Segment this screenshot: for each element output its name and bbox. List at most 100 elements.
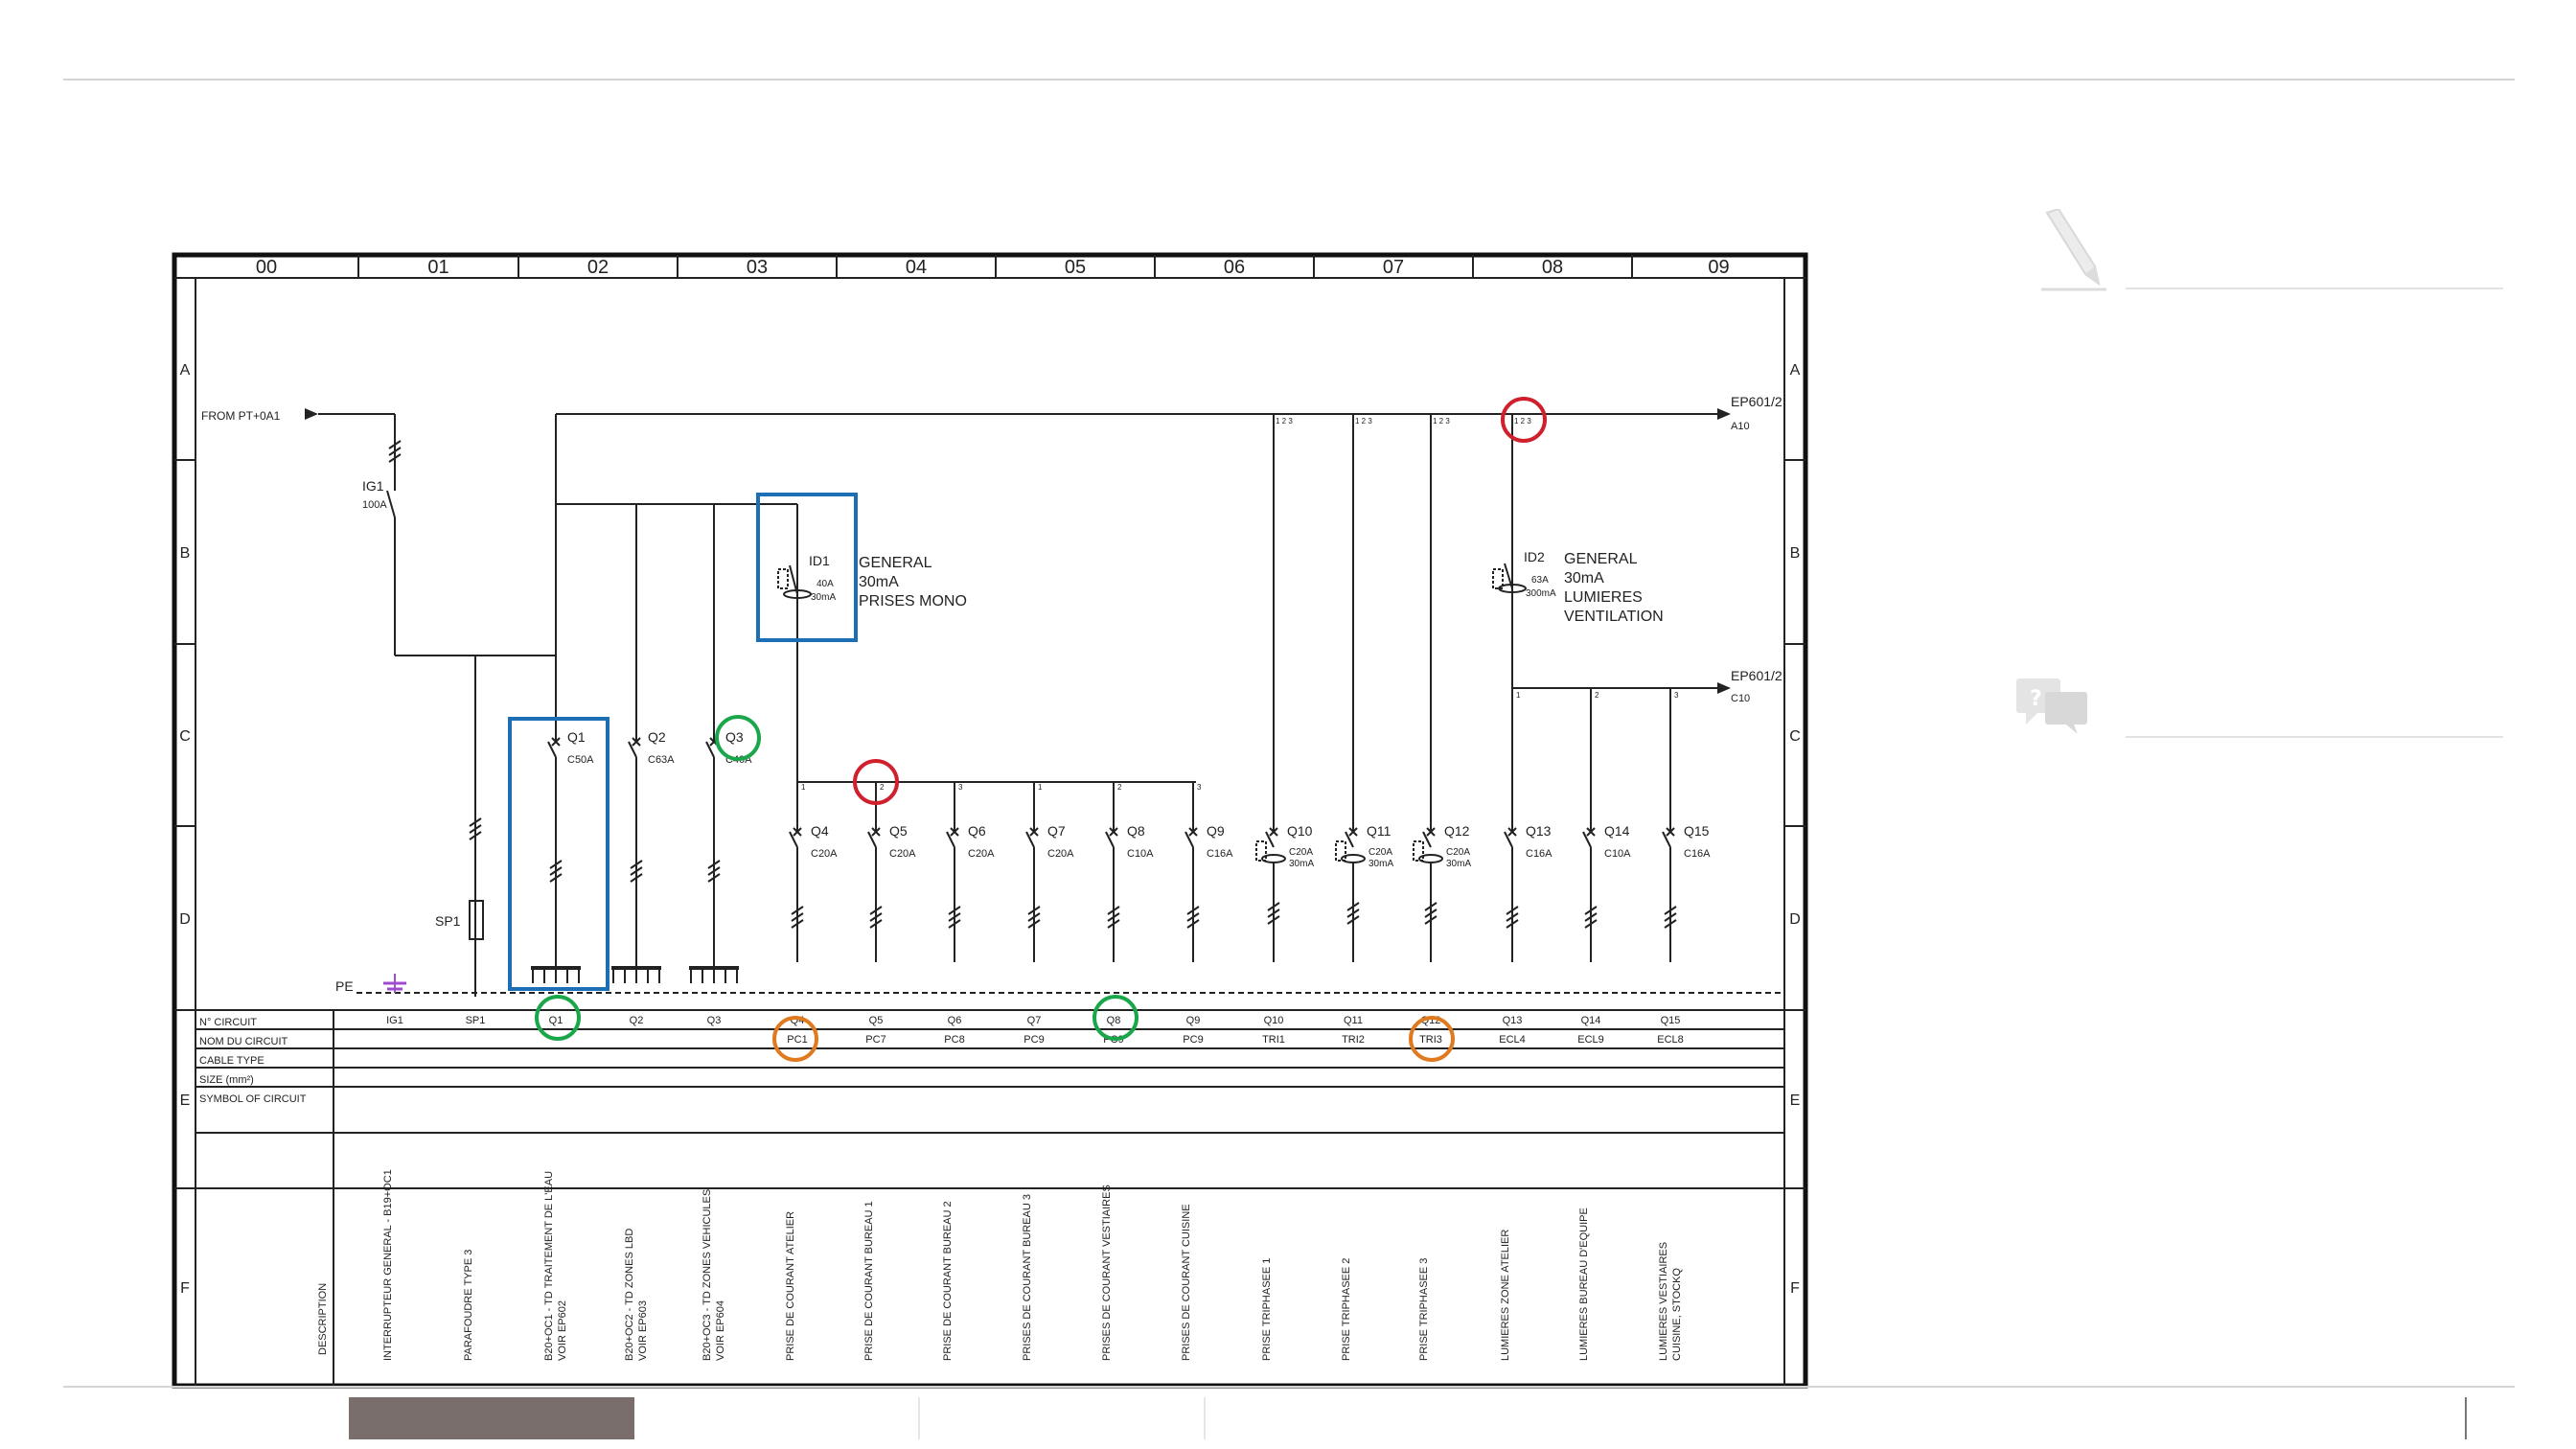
phase-tag: 3 <box>958 783 963 792</box>
table-row-label: SIZE (mm²) <box>199 1074 254 1086</box>
bottom-divider <box>63 1386 2515 1388</box>
row-label: C <box>179 728 191 745</box>
breaker-hatch <box>549 873 563 883</box>
breaker-name: Q13 <box>1526 823 1552 839</box>
rcd-symbol <box>1413 840 1424 862</box>
circuit-description: PRISES DE COURANT BUREAU 3 <box>1022 1194 1033 1361</box>
phase-tag: 1 2 3 <box>1514 417 1531 426</box>
ep-top-label: EP601/2 <box>1731 394 1782 409</box>
breaker-rating: C20A <box>811 848 838 860</box>
column-label: 01 <box>427 257 448 278</box>
circuit-description: PRISE DE COURANT BUREAU 1 <box>863 1201 875 1361</box>
sp1-hatch <box>469 817 482 827</box>
sp1-hatch <box>469 831 482 840</box>
table-circuit: Q15 <box>1661 1015 1681 1026</box>
breaker-sens: 30mA <box>1289 859 1314 869</box>
breaker-name: Q2 <box>648 729 666 745</box>
breaker-q4-x <box>793 827 802 837</box>
table-circuit-name: ECL4 <box>1499 1034 1526 1046</box>
tri-hatch <box>1346 915 1360 925</box>
table-circuit: Q10 <box>1264 1015 1284 1026</box>
breaker-q14-blade <box>1582 831 1592 848</box>
breaker-q6-blade <box>946 831 955 848</box>
column-label: 03 <box>747 257 768 278</box>
tri-hatch <box>1424 902 1438 911</box>
breaker-rating: C16A <box>1207 848 1233 860</box>
feeder-hatch <box>388 447 402 456</box>
circuit-description: LUMIERES BUREAU D'EQUIPE <box>1578 1208 1590 1361</box>
footer-tab-2[interactable] <box>636 1397 916 1439</box>
breaker-q9-x <box>1188 827 1198 837</box>
breaker-name: Q4 <box>811 823 829 839</box>
footer-tab-3[interactable] <box>922 1397 1202 1439</box>
phase-tag: 3 <box>1674 691 1679 700</box>
breaker-name: Q14 <box>1604 823 1630 839</box>
circuit-description: B20+OC1 - TD TRAITEMENT DE L'EAU <box>543 1171 555 1361</box>
branch-hatch <box>869 906 883 915</box>
branch-hatch <box>1584 906 1598 915</box>
ep-top-ref: A10 <box>1731 421 1750 432</box>
branch-hatch <box>869 919 883 929</box>
table-row-label: N° CIRCUIT <box>199 1017 257 1028</box>
breaker-name: Q1 <box>567 729 586 745</box>
highlight-circle-pc1 <box>772 1016 818 1062</box>
breaker-name: Q8 <box>1127 823 1145 839</box>
circuit-description: VOIR EP603 <box>637 1300 649 1361</box>
question-chat-icon[interactable]: ? <box>2014 675 2091 738</box>
circuit-description: PRISE TRIPHASEE 1 <box>1261 1258 1273 1361</box>
breaker-name: Q12 <box>1444 823 1470 839</box>
questions-underline <box>2126 736 2503 738</box>
breaker-q2-x <box>632 737 641 747</box>
table-circuit: Q7 <box>1027 1015 1042 1026</box>
table-circuit: Q11 <box>1344 1015 1363 1026</box>
circuit-description: PRISES DE COURANT VESTIAIRES <box>1101 1184 1113 1361</box>
column-label: 08 <box>1542 257 1563 278</box>
breaker-name: Q6 <box>968 823 986 839</box>
id1-symbol <box>777 568 789 589</box>
phase-tag: 3 <box>1197 783 1202 792</box>
tri-hatch <box>1424 908 1438 918</box>
breaker-q8-x <box>1109 827 1118 837</box>
id2-label: ID2 <box>1524 549 1545 564</box>
breaker-name: Q10 <box>1287 823 1313 839</box>
feeder-arrow <box>305 408 318 420</box>
pe-label: PE <box>335 978 354 994</box>
row-label: C <box>1789 728 1801 745</box>
circuit-description: PRISES DE COURANT CUISINE <box>1181 1204 1192 1361</box>
pencil-icon[interactable] <box>2039 209 2108 293</box>
column-label: 02 <box>587 257 609 278</box>
id1-blade <box>789 564 798 595</box>
table-row-label: NOM DU CIRCUIT <box>199 1036 288 1047</box>
phase-tag: 1 2 3 <box>1355 417 1372 426</box>
breaker-name: Q5 <box>889 823 908 839</box>
row-label: F <box>180 1280 190 1297</box>
breaker-q13-x <box>1507 827 1517 837</box>
row-label: D <box>179 911 191 928</box>
circuit-description: INTERRUPTEUR GENERAL - B19+OC1 <box>382 1169 394 1361</box>
sp1-symbol <box>469 900 484 940</box>
ep-mid-label: EP601/2 <box>1731 668 1782 683</box>
breaker-name: Q15 <box>1684 823 1710 839</box>
branch-hatch <box>791 912 804 922</box>
column-label: 04 <box>906 257 927 278</box>
breaker-q5-x <box>871 827 881 837</box>
highlight-box-id1 <box>756 493 858 642</box>
phase-tag: 1 <box>801 783 806 792</box>
branch-hatch <box>1186 906 1200 915</box>
branch-hatch <box>1506 906 1519 915</box>
table-circuit-name: PC1 <box>787 1034 807 1046</box>
highlight-circle-q1 <box>535 995 581 1041</box>
id2-desc: LUMIERES <box>1564 589 1643 606</box>
highlight-circle-q5-feed <box>853 759 899 805</box>
footer-tab-active[interactable] <box>349 1397 634 1439</box>
breaker-q15-blade <box>1662 831 1671 848</box>
breaker-hatch <box>630 860 643 869</box>
highlight-circle-q3 <box>715 715 761 761</box>
table-circuit-name: PC8 <box>944 1034 964 1046</box>
branch-hatch <box>1664 919 1677 929</box>
row-label: F <box>1790 1280 1800 1297</box>
breaker-rating: C63A <box>648 754 675 766</box>
circuit-description: VOIR EP602 <box>557 1300 568 1361</box>
id2-rating: 63A <box>1531 575 1549 586</box>
table-circuit-name: PC7 <box>865 1034 886 1046</box>
